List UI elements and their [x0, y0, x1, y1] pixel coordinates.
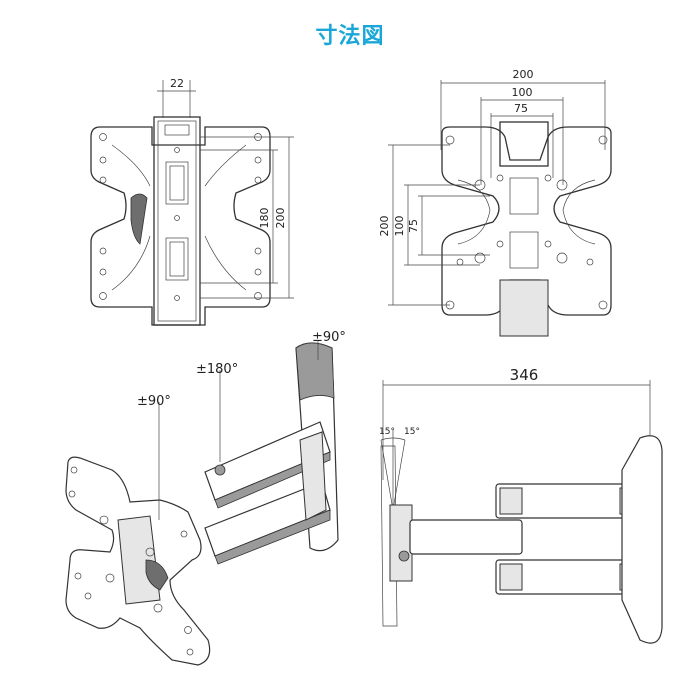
side-wall-plate: [621, 435, 663, 644]
rear-plate-outline: [441, 126, 612, 316]
rear-view: 200 100 75 200 100 75: [378, 68, 612, 337]
rear-top-block: [499, 121, 549, 167]
front-dim-width: 22: [170, 77, 184, 90]
persp-tension-knob: [145, 559, 169, 591]
side-tilt-knob: [398, 550, 410, 562]
front-upper-slot: [165, 161, 189, 205]
rotation-wall-label: ±90°: [312, 330, 346, 345]
side-tv-plate: [380, 445, 398, 627]
persp-center-block: [117, 515, 161, 605]
front-arm-curve: [204, 144, 247, 187]
front-arm-curve: [204, 235, 247, 291]
side-tilt-up: 15°: [379, 427, 395, 437]
rear-holes: [445, 135, 608, 310]
front-holes: [99, 133, 262, 301]
rear-wall-column: [499, 279, 549, 337]
rotation-swivel-label: ±180°: [196, 362, 238, 377]
front-view: 22 180 200: [90, 77, 294, 326]
rear-dim-100-h: 100: [512, 86, 533, 99]
rear-arm-curve: [457, 179, 491, 245]
side-arm-cap: [499, 563, 523, 591]
front-arm-curve: [111, 144, 151, 187]
front-dim-180: 180: [258, 208, 271, 229]
persp-wall-top: [295, 342, 335, 401]
persp-pivot-bolt: [214, 464, 226, 476]
rear-dim-75-v: 75: [407, 219, 420, 233]
front-tension-knob: [130, 193, 148, 245]
persp-arm-shadow: [214, 509, 331, 565]
front-upper-slot-inner: [169, 165, 185, 201]
page-title: 寸法図: [315, 24, 385, 49]
rear-center-lower: [509, 231, 539, 269]
front-dim-200: 200: [274, 208, 287, 229]
persp-arm-joint: [299, 431, 327, 521]
rear-dim-200-h: 200: [513, 68, 534, 81]
front-rail: [153, 116, 201, 326]
persp-holes: [68, 466, 194, 656]
rear-dim-200-v: 200: [378, 216, 391, 237]
rear-dim-75-h: 75: [514, 102, 528, 115]
front-lower-slot: [165, 237, 189, 281]
side-view: 346 15° 15°: [379, 366, 663, 644]
side-dim-depth: 346: [510, 366, 539, 384]
front-rail-inner: [157, 120, 197, 322]
side-tilt-head: [389, 504, 413, 582]
side-front-arm: [409, 519, 523, 555]
front-plate-outline: [90, 126, 271, 326]
side-arm-cap: [499, 487, 523, 515]
rear-dim-100-v: 100: [393, 216, 406, 237]
rear-center-upper: [509, 177, 539, 215]
perspective-view: ±90° ±180° ±90°: [65, 330, 346, 666]
rear-arm-curve: [562, 179, 596, 245]
front-top-clip: [164, 124, 190, 136]
front-lower-slot-inner: [169, 241, 185, 277]
rotation-tilt-label: ±90°: [137, 394, 171, 409]
side-tilt-down: 15°: [404, 427, 420, 437]
front-arm-curve: [111, 235, 151, 291]
persp-arm-shadow: [214, 451, 331, 509]
